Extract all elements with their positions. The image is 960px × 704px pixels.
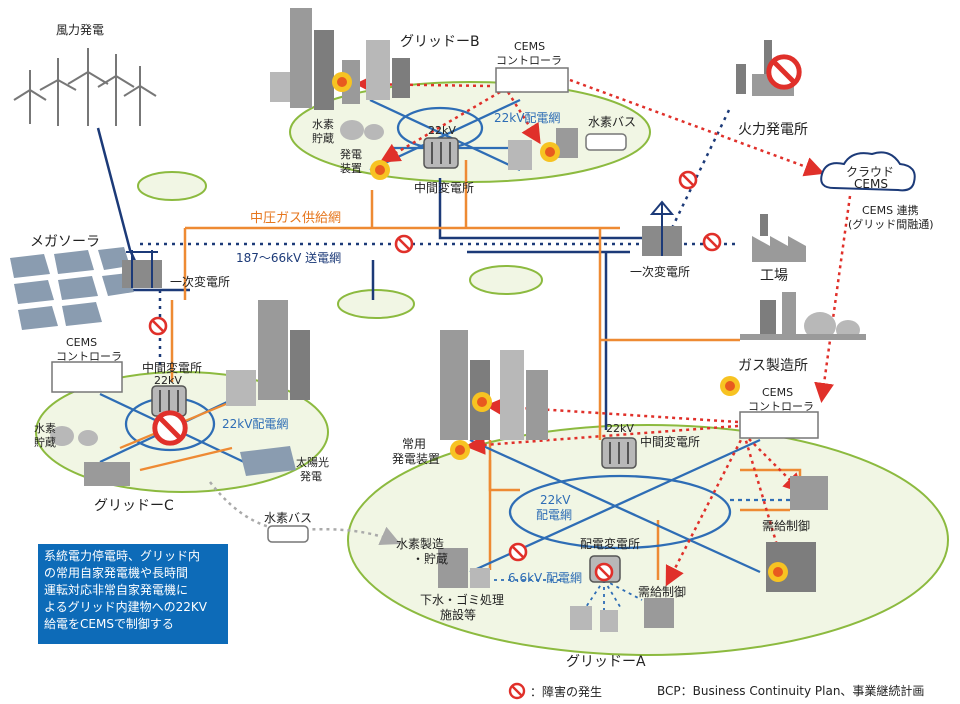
label-gas-plant: ガス製造所: [738, 358, 808, 374]
label-demand-ctrl-1: 需給制御: [762, 518, 810, 533]
label-sewage-1: 下水・ゴミ処理: [420, 592, 504, 607]
label-kv22-b: 22kV: [428, 124, 456, 137]
label-gen-b-1: 発電: [340, 147, 362, 161]
grid-b-buildings: [270, 8, 627, 170]
label-mega-solar: メガソーラ: [30, 234, 100, 250]
label-wind: 風力発電: [56, 23, 104, 37]
community-island-1: [137, 171, 207, 201]
label-cems-c-1: CEMS: [66, 336, 97, 349]
label-h2-bus-c: 水素バス: [264, 511, 312, 525]
grid-b-mid-substation: [423, 137, 459, 169]
label-backup-gen-1: 常用: [402, 437, 426, 451]
factory-building: [752, 214, 806, 262]
wind-turbines: [13, 48, 157, 126]
label-cems-b-2: コントローラ: [496, 54, 562, 67]
primary-substation-right: [642, 200, 682, 256]
label-gen-b-2: 装置: [340, 162, 362, 175]
label-cems-c-2: コントローラ: [56, 350, 122, 363]
label-factory: 工場: [760, 268, 788, 284]
mega-solar-panels: [10, 247, 134, 330]
label-h2-store-b-1: 水素: [312, 118, 334, 131]
label-primary-left: 一次変電所: [170, 274, 230, 289]
label-thermal: 火力発電所: [738, 122, 808, 138]
label-cems-b-1: CEMS: [514, 40, 545, 53]
label-h2-prod-1: 水素製造: [396, 537, 444, 551]
gas-network: [170, 160, 802, 580]
label-primary-right: 一次変電所: [630, 264, 690, 279]
label-solar-c-1: 太陽光: [296, 455, 329, 469]
label-h2-prod-2: ・貯蔵: [412, 552, 448, 566]
label-sewage-2: 施設等: [440, 607, 476, 622]
grid-a-mid-substation: [601, 437, 637, 469]
label-h2-store-c-1: 水素: [34, 422, 56, 435]
info-box: 系統電力停電時、グリッド内 の常用自家発電機や長時間 運転対応非常自家発電機に …: [38, 544, 228, 644]
legend-fault-label: ：障害の発生: [530, 684, 603, 699]
community-island-2: [337, 289, 415, 319]
label-transmission: 187～66kV 送電網: [236, 250, 341, 265]
cloud-cems-icon: [820, 151, 916, 192]
label-cems-a-2: コントローラ: [748, 400, 814, 413]
label-grid-a: グリッドーA: [566, 654, 646, 670]
label-mid-sub-c: 中間変電所: [142, 360, 202, 375]
grid-a-6kv-lines: [490, 579, 643, 612]
label-kv22-c: 22kV: [154, 374, 182, 387]
label-dist-sub-a: 配電変電所: [580, 536, 640, 551]
label-solar-c-2: 発電: [300, 469, 322, 483]
gas-plant-building: [740, 292, 866, 340]
primary-substation-left: [122, 250, 162, 288]
label-grid-b: グリッドーB: [400, 34, 480, 50]
fault-icon: [508, 682, 526, 700]
label-backup-gen-2: 発電装置: [392, 452, 440, 466]
legend: ：障害の発生: [508, 682, 602, 700]
label-cloud-2: CEMS: [854, 177, 888, 191]
grid-a-buildings: [267, 330, 828, 632]
label-cems-link-1: CEMS 連携: [862, 203, 919, 217]
label-mid-sub-a: 中間変電所: [640, 434, 700, 449]
label-cloud-1: クラウド: [846, 165, 894, 179]
label-h2-bus-b: 水素バス: [588, 115, 636, 129]
label-cems-a-1: CEMS: [762, 386, 793, 399]
label-gas-net: 中圧ガス供給網: [250, 211, 341, 226]
community-island-3: [469, 265, 543, 295]
label-net22-a-2: 配電網: [536, 508, 572, 522]
label-net22-c: 22kV配電網: [222, 417, 288, 431]
label-net66-a: 6.6kV 配電網: [508, 571, 582, 585]
label-demand-ctrl-2: 需給制御: [638, 584, 686, 599]
label-net22-a-1: 22kV: [540, 493, 571, 507]
label-net22-b: 22kV配電網: [494, 111, 560, 125]
bcp-note: BCP：Business Continuity Plan、事業継続計画: [657, 684, 925, 698]
label-h2-store-c-2: 貯蔵: [34, 436, 56, 449]
grid-c-mid-substation: [151, 385, 187, 417]
label-h2-store-b-2: 貯蔵: [312, 132, 334, 145]
label-kv22-a: 22kV: [606, 422, 634, 435]
label-cems-link-2: (グリッド間融通): [848, 217, 934, 231]
label-grid-c: グリッドーC: [94, 498, 174, 514]
grid-c-buildings: [50, 300, 310, 486]
label-mid-sub-b: 中間変電所: [414, 180, 474, 195]
